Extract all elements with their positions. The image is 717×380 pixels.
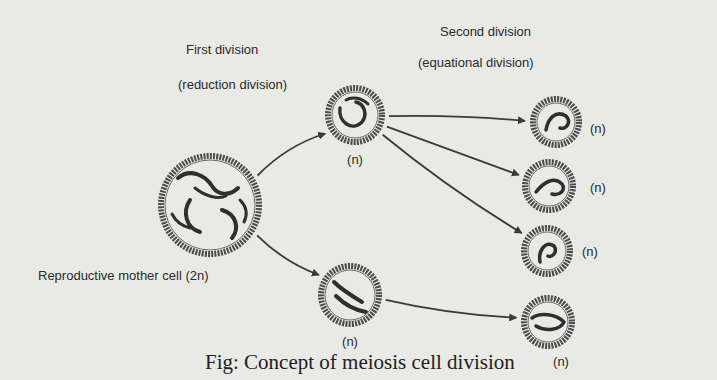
cell-node: (n)	[530, 96, 582, 148]
cell-outline	[325, 85, 385, 145]
cell-label: (n)	[553, 354, 569, 369]
cell-node: (n)	[522, 159, 576, 213]
cell-node: (n)	[318, 263, 382, 327]
cell-node: (n)	[521, 225, 573, 277]
cell-outline	[158, 153, 262, 257]
cell-label: (n)	[590, 180, 606, 195]
division-label: (reduction division)	[178, 77, 287, 92]
division-label: (equational division)	[418, 55, 534, 70]
division-arrow	[387, 127, 519, 175]
figure-caption: Fig: Concept of meiosis cell division	[205, 350, 515, 375]
cell-node: (n)	[325, 85, 385, 145]
cell-label: (n)	[590, 121, 606, 136]
division-arrow	[386, 300, 517, 318]
cell-node: (n)	[521, 295, 575, 349]
division-label: Second division	[440, 24, 531, 39]
cell-outline	[522, 159, 576, 213]
cell-node: Reproductive mother cell (2n)	[158, 153, 262, 257]
cell-outline	[521, 225, 573, 277]
division-arrow	[383, 135, 522, 233]
cell-label: (n)	[347, 152, 363, 167]
division-arrow	[389, 116, 525, 121]
cell-outline	[318, 263, 382, 327]
division-arrow	[257, 235, 319, 275]
cell-label: Reproductive mother cell (2n)	[38, 268, 209, 283]
cell-label: (n)	[582, 244, 598, 259]
division-label: First division	[186, 42, 258, 57]
cell-outline	[521, 295, 575, 349]
cell-outline	[530, 96, 582, 148]
division-arrow	[258, 134, 326, 176]
cell-label: (n)	[342, 334, 358, 349]
